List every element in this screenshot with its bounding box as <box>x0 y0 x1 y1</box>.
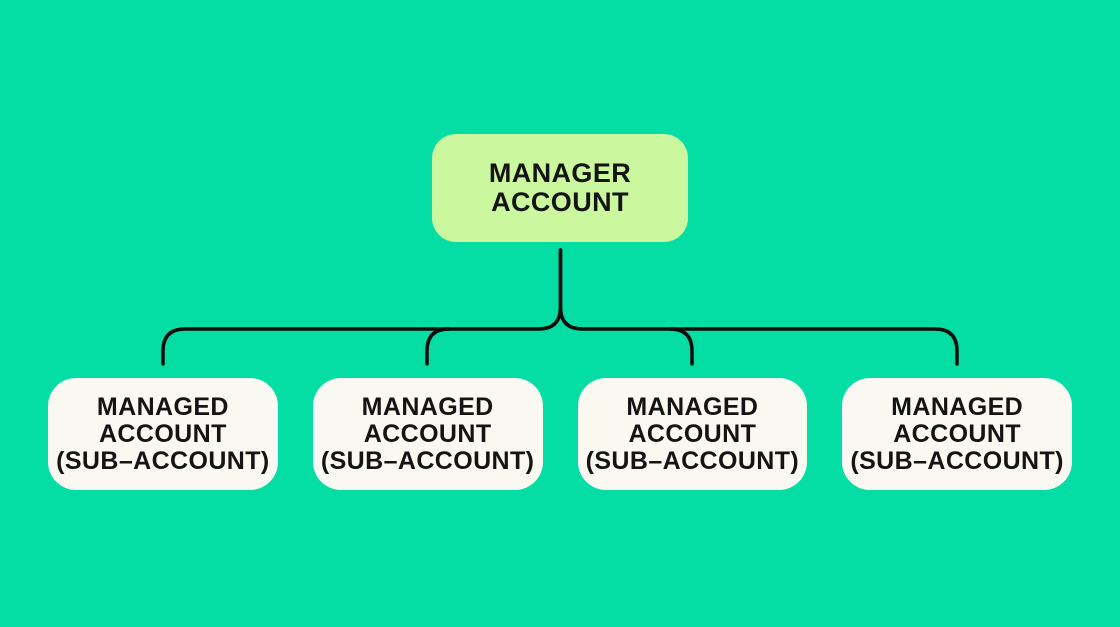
connector-drop-child-2 <box>425 327 451 366</box>
managed-account-node-2: MANAGED ACCOUNT (SUB–ACCOUNT) <box>312 378 543 490</box>
connector-drop-child-3 <box>668 327 694 366</box>
managed-account-node-1: MANAGED ACCOUNT (SUB–ACCOUNT) <box>48 378 278 490</box>
connector-right-bracket <box>558 248 959 366</box>
managed-accounts-row: MANAGED ACCOUNT (SUB–ACCOUNT) MANAGED AC… <box>48 378 1072 490</box>
managed-account-label: MANAGED ACCOUNT (SUB–ACCOUNT) <box>585 392 800 475</box>
managed-account-node-3: MANAGED ACCOUNT (SUB–ACCOUNT) <box>577 378 808 490</box>
connector-left-bracket <box>161 248 563 366</box>
managed-account-label: MANAGED ACCOUNT (SUB–ACCOUNT) <box>56 392 270 475</box>
manager-account-label: MANAGER ACCOUNT <box>488 157 632 217</box>
managed-account-label: MANAGED ACCOUNT (SUB–ACCOUNT) <box>850 392 1064 475</box>
managed-account-node-4: MANAGED ACCOUNT (SUB–ACCOUNT) <box>842 378 1072 490</box>
manager-account-node: MANAGER ACCOUNT <box>432 134 688 242</box>
managed-account-label: MANAGED ACCOUNT (SUB–ACCOUNT) <box>320 392 535 475</box>
